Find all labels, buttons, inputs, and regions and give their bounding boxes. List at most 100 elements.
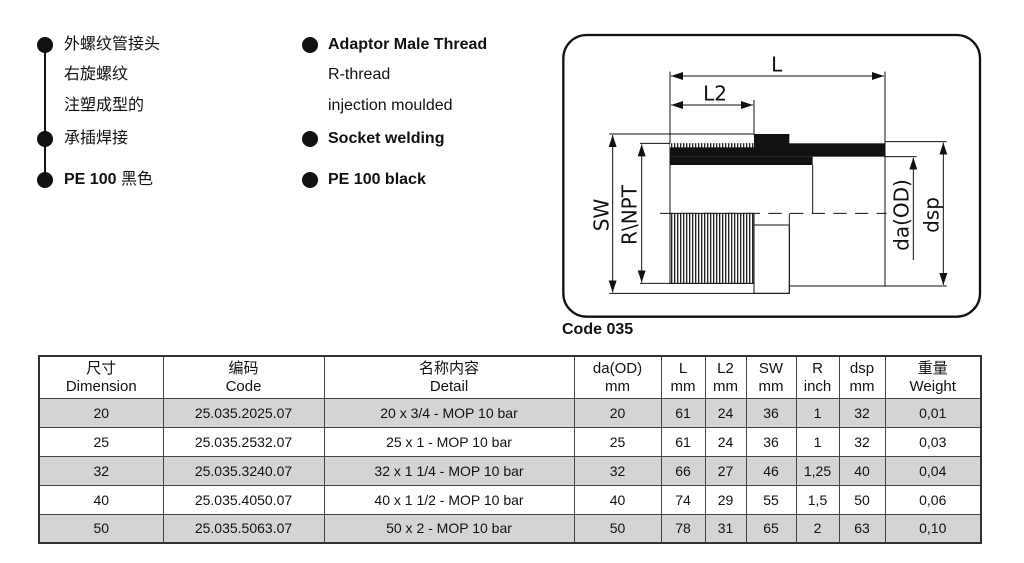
table-cell: 74: [660, 484, 706, 515]
header-cn: L2: [717, 359, 734, 377]
table-cell: 40: [38, 484, 164, 515]
header-cn: da(OD): [592, 359, 643, 377]
table-cell: 24: [704, 397, 747, 428]
table-cell: 32 x 1 1/4 - MOP 10 bar: [323, 455, 575, 486]
table-cell: 50: [573, 513, 662, 544]
table-cell: 50: [38, 513, 164, 544]
header-en: mm: [849, 377, 875, 395]
table-cell: 25: [573, 426, 662, 457]
header-cn: 编码: [228, 359, 259, 377]
header-cn: R: [812, 359, 823, 377]
label-L2: L2: [703, 82, 727, 106]
table-cell: 27: [704, 455, 747, 486]
header-en: Weight: [909, 377, 956, 395]
table-cell: 0,03: [884, 426, 982, 457]
table-cell: 36: [745, 426, 797, 457]
table-cell: 20: [573, 397, 662, 428]
material: PE 100: [64, 171, 117, 188]
feature-en: Socket welding: [328, 130, 445, 147]
header-cn: L: [678, 359, 688, 377]
header-cn: dsp: [849, 359, 875, 377]
header-en: Code: [225, 377, 262, 395]
feature-cn: 注塑成型的: [64, 97, 145, 114]
header-en: mm: [670, 377, 696, 395]
connector-line: [44, 45, 46, 180]
feature-en: R-thread: [328, 66, 391, 83]
table-cell: 36: [745, 397, 797, 428]
header-en: mm: [713, 377, 738, 395]
feature-en: PE 100 black: [328, 171, 426, 188]
table-cell: 0,01: [884, 397, 982, 428]
table-cell: 50: [838, 484, 886, 515]
table-cell: 40 x 1 1/2 - MOP 10 bar: [323, 484, 575, 515]
bullet-icon: [302, 172, 318, 188]
technical-drawing: L L2 SW R\NPT da(OD) dsp: [562, 33, 982, 318]
label-L: L: [771, 53, 783, 77]
table-cell: 0,06: [884, 484, 982, 515]
table-cell: 46: [745, 455, 797, 486]
table-cell: 63: [838, 513, 886, 544]
header-cn: SW: [758, 359, 784, 377]
label-dsp: dsp: [919, 197, 943, 233]
table-cell: 61: [660, 426, 706, 457]
table-cell: 25.035.2532.07: [162, 426, 325, 457]
color: 黑色: [120, 171, 153, 188]
table-cell: 20: [38, 397, 164, 428]
table-cell: 66: [660, 455, 706, 486]
bullet-icon: [302, 131, 318, 147]
table-cell: 1: [795, 397, 840, 428]
label-R: R\NPT: [618, 184, 642, 245]
header-en: Detail: [429, 377, 469, 395]
table-cell: 25.035.5063.07: [162, 513, 325, 544]
drawing-caption: Code 035: [562, 321, 634, 338]
header-cn: 重量: [917, 359, 948, 377]
table-cell: 65: [745, 513, 797, 544]
table-cell: 2: [795, 513, 840, 544]
header-en: inch: [803, 377, 832, 395]
label-da: da(OD): [889, 179, 913, 251]
bullet-icon: [37, 37, 53, 53]
table-cell: 32: [838, 397, 886, 428]
feature-en: Adaptor Male Thread: [328, 36, 488, 53]
table-cell: 0,10: [884, 513, 982, 544]
table-cell: 20 x 3/4 - MOP 10 bar: [323, 397, 575, 428]
table-cell: 61: [660, 397, 706, 428]
table-cell: 32: [38, 455, 164, 486]
table-cell: 40: [838, 455, 886, 486]
bullet-icon: [302, 37, 318, 53]
table-cell: 29: [704, 484, 747, 515]
table-cell: 25: [38, 426, 164, 457]
table-cell: 1: [795, 426, 840, 457]
table-cell: 0,04: [884, 455, 982, 486]
table-cell: 50 x 2 - MOP 10 bar: [323, 513, 575, 544]
table-cell: 32: [573, 455, 662, 486]
table-cell: 78: [660, 513, 706, 544]
table-cell: 32: [838, 426, 886, 457]
table-cell: 25.035.2025.07: [162, 397, 325, 428]
header-cn: 名称内容: [418, 359, 479, 377]
table-cell: 24: [704, 426, 747, 457]
table-cell: 40: [573, 484, 662, 515]
table-cell: 25 x 1 - MOP 10 bar: [323, 426, 575, 457]
feature-cn: 承插焊接: [64, 130, 129, 147]
header-en: mm: [605, 377, 630, 395]
table-cell: 55: [745, 484, 797, 515]
bullet-icon: [37, 172, 53, 188]
feature-en: injection moulded: [328, 97, 453, 114]
header-en: Dimension: [65, 377, 137, 395]
header-en: mm: [758, 377, 784, 395]
feature-cn: 右旋螺纹: [64, 66, 129, 83]
label-SW: SW: [589, 199, 613, 232]
table-cell: 31: [704, 513, 747, 544]
